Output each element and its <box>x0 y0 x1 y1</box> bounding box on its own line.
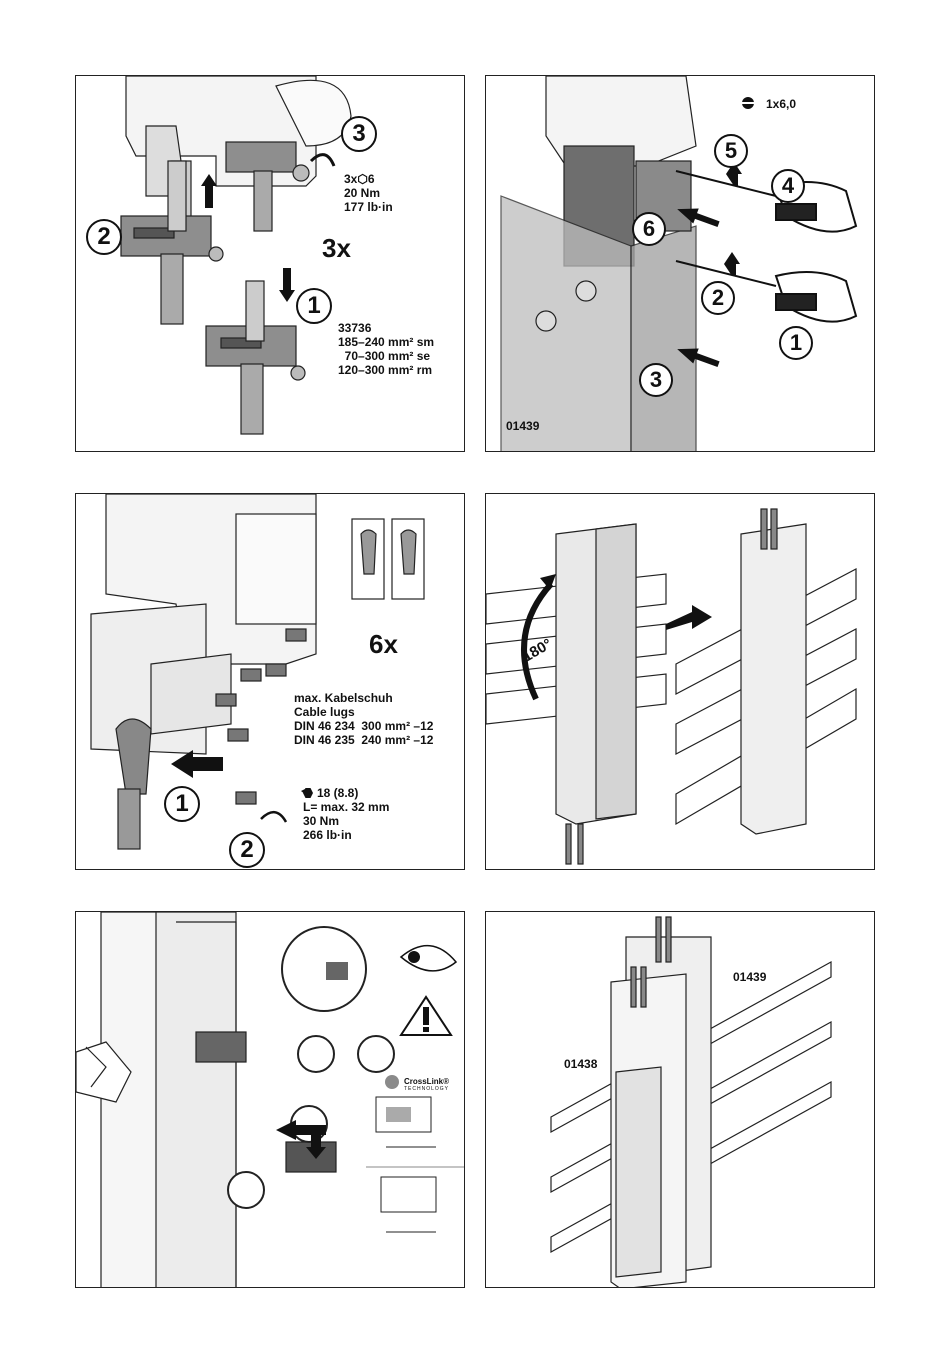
panel-cable-lug-mounting: 6x max. Kabelschuh Cable lugs DIN 46 234… <box>75 493 465 870</box>
step-2-marker: 2 <box>229 832 265 868</box>
panel-rotate-and-mount: 180° <box>485 493 875 870</box>
crosslink-illustration <box>76 912 465 1288</box>
torque-spec: 3x⬡6 20 Nm 177 lb·in <box>344 172 393 214</box>
part-code: 01439 <box>506 419 539 433</box>
torque-line: 177 lb·in <box>344 200 393 214</box>
tool-size-label: 1x6,0 <box>766 97 796 111</box>
lug-line: DIN 46 235 240 mm² –12 <box>294 733 433 747</box>
spec-line: 120–300 mm² rm <box>338 363 434 377</box>
spec-line: 185–240 mm² sm <box>338 335 434 349</box>
bolt-line: L= max. 32 mm <box>303 800 389 814</box>
repeat-count: 3x <box>322 234 351 262</box>
panel-cover-removal: 1x6,0 5 4 6 2 1 3 01439 <box>485 75 875 452</box>
step-5-marker: 5 <box>714 134 748 168</box>
step-2-marker: 2 <box>86 219 122 255</box>
step-1-marker: 1 <box>296 288 332 324</box>
panel-crosslink-connector: CrossLink® TECHNOLOGY <box>75 911 465 1288</box>
spec-line: 70–300 mm² se <box>338 349 434 363</box>
step-1-marker: 1 <box>164 786 200 822</box>
cable-lug-illustration <box>76 494 465 870</box>
cover-removal-illustration <box>486 76 875 452</box>
hex-icon <box>303 788 313 798</box>
step-1-marker: 1 <box>779 326 813 360</box>
lug-line: DIN 46 234 300 mm² –12 <box>294 719 433 733</box>
crosslink-logo: CrossLink® TECHNOLOGY <box>404 1077 449 1092</box>
spec-line: 33736 <box>338 321 434 335</box>
part-code-a: 01439 <box>733 970 766 984</box>
cable-lug-spec: max. Kabelschuh Cable lugs DIN 46 234 30… <box>294 691 433 747</box>
panel-final-assembly: 01439 01438 <box>485 911 875 1288</box>
step-3-marker: 3 <box>639 363 673 397</box>
part-code-b: 01438 <box>564 1057 597 1071</box>
logo-line: CrossLink® <box>404 1077 449 1086</box>
final-assembly-illustration <box>486 912 875 1288</box>
bolt-line: 30 Nm <box>303 814 389 828</box>
rotate-mount-illustration <box>486 494 875 870</box>
step-2-marker: 2 <box>701 281 735 315</box>
step-3-marker: 3 <box>341 116 377 152</box>
step-6-marker: 6 <box>632 212 666 246</box>
repeat-count: 6x <box>369 630 398 658</box>
logo-line: TECHNOLOGY <box>404 1086 449 1092</box>
bolt-spec: 18 (8.8) L= max. 32 mm 30 Nm 266 lb·in <box>303 786 389 842</box>
lug-line: max. Kabelschuh <box>294 691 433 705</box>
bolt-line: 266 lb·in <box>303 828 389 842</box>
lug-line: Cable lugs <box>294 705 433 719</box>
step-4-marker: 4 <box>771 169 805 203</box>
bolt-line: 18 (8.8) <box>317 786 358 800</box>
panel-cable-clamp-install: 3 2 1 3x 3x⬡6 20 Nm 177 lb·in 33736 185–… <box>75 75 465 452</box>
cable-spec: 33736 185–240 mm² sm 70–300 mm² se 120–3… <box>338 321 434 377</box>
torque-line: 3x⬡6 <box>344 172 393 186</box>
torque-line: 20 Nm <box>344 186 393 200</box>
cable-clamp-illustration <box>76 76 465 452</box>
